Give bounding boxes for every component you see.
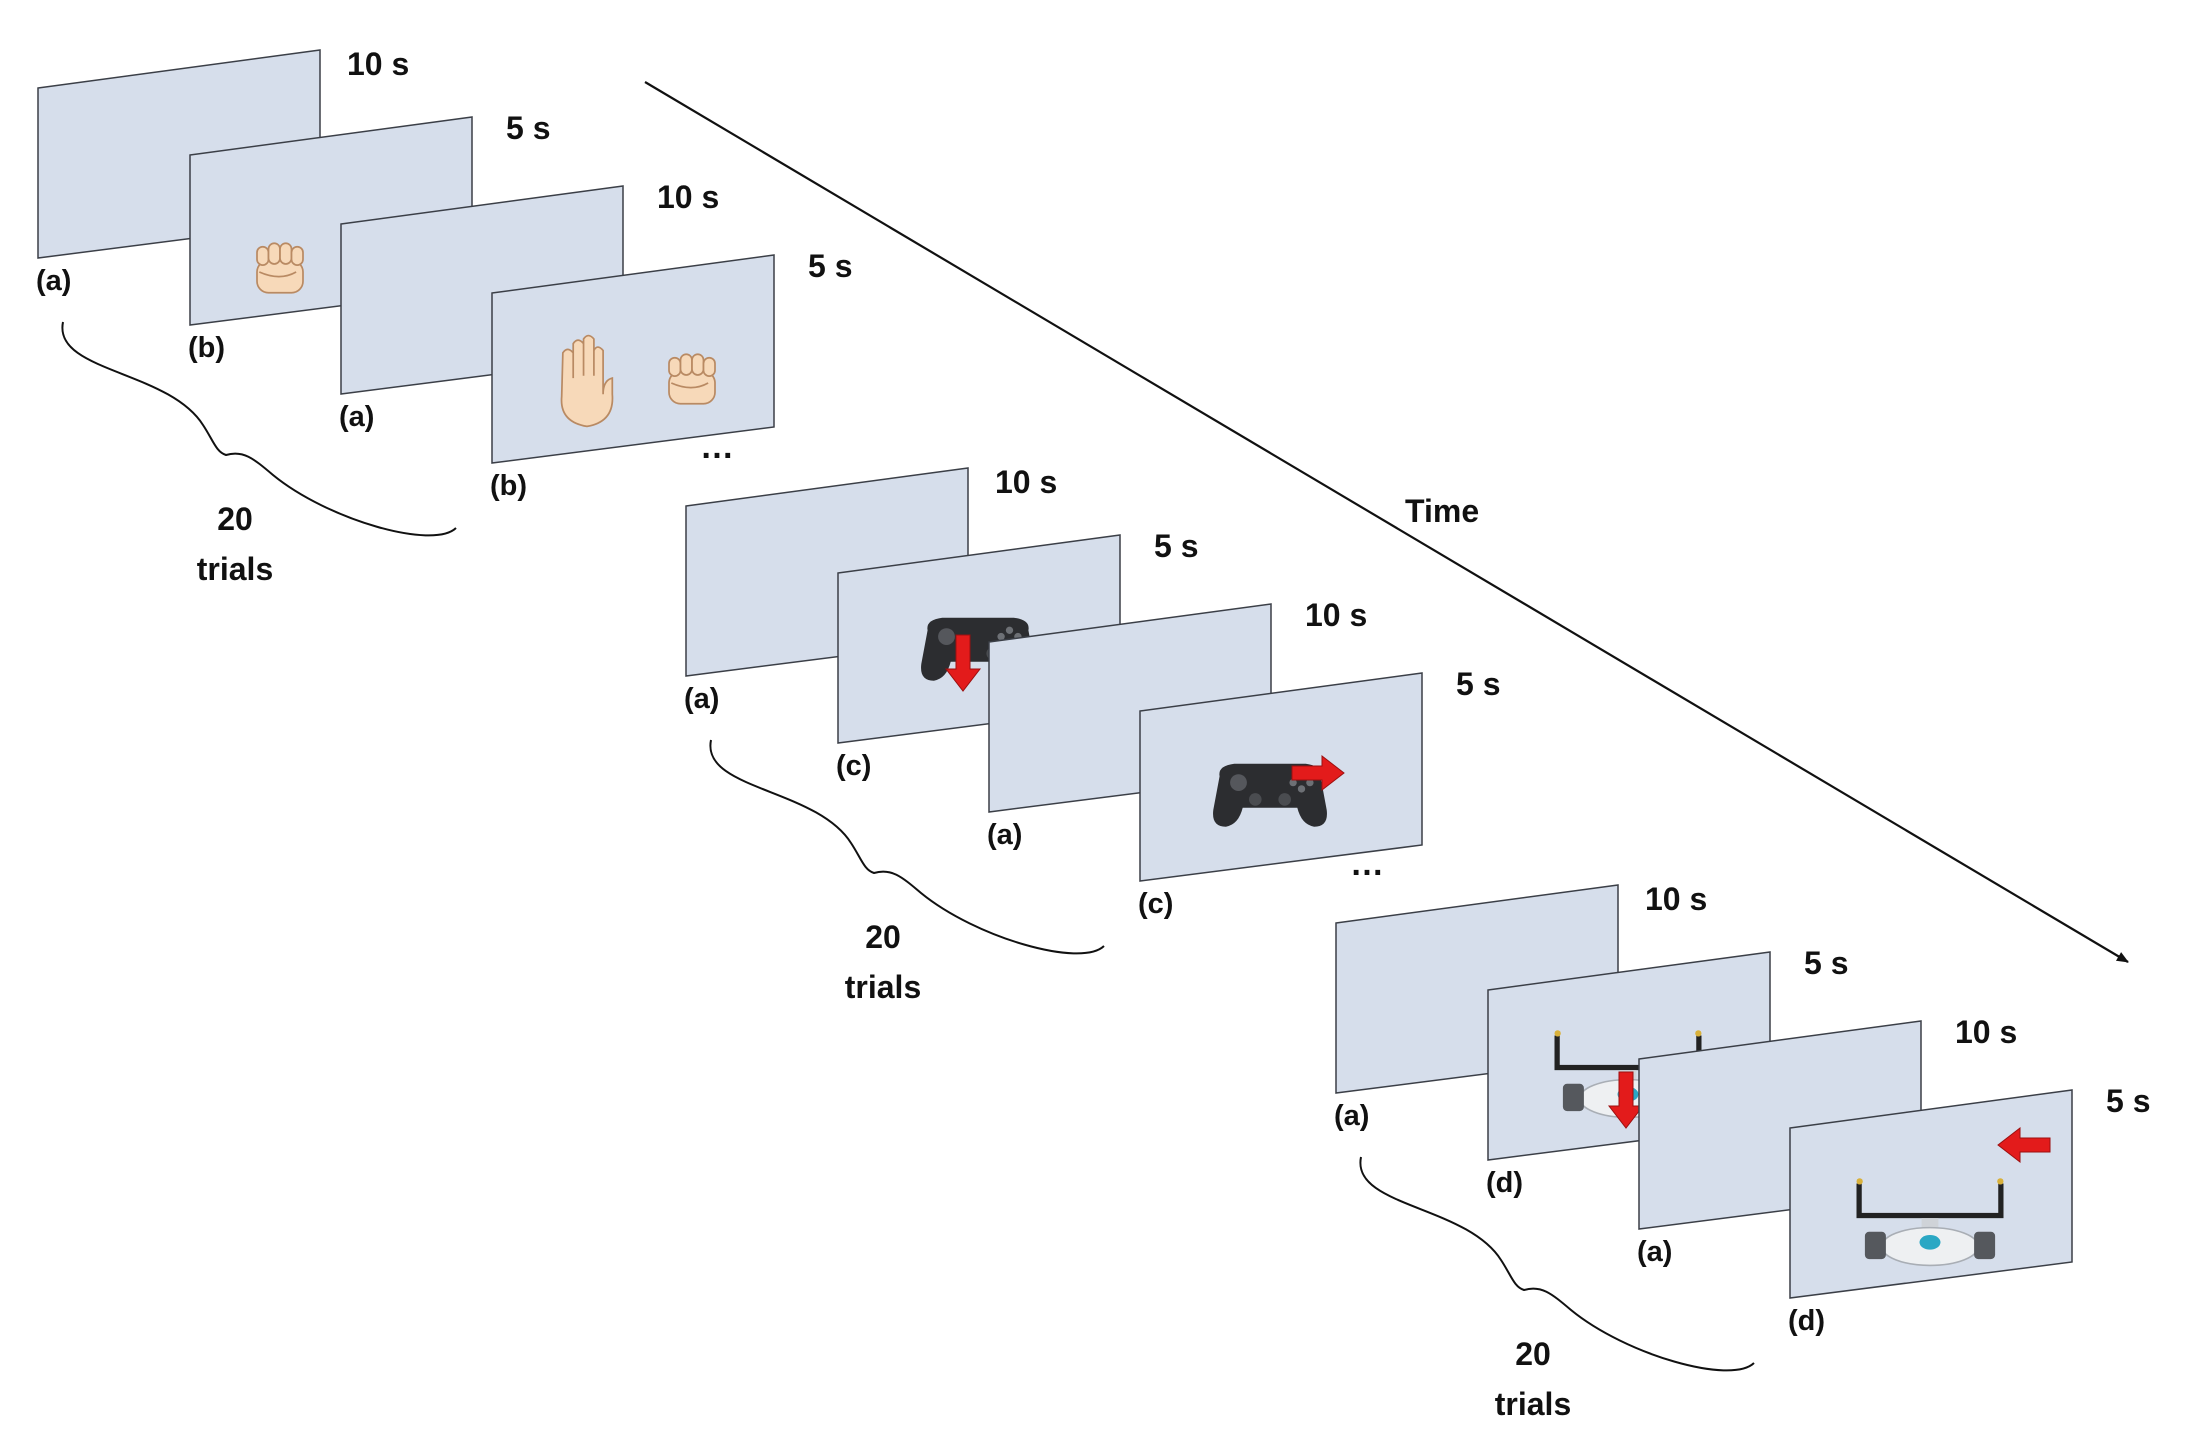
screen-tag-label: (a) (1637, 1236, 1672, 1268)
screen-robot-arrow-left: (d) 5 s (1788, 1083, 2150, 1337)
screen-tag-label: (a) (1334, 1100, 1369, 1132)
screen-tag-label: (d) (1788, 1305, 1825, 1337)
screen-open-hand-and-fist: (b) 5 s (490, 248, 852, 502)
screen-tag-label: (b) (490, 470, 527, 502)
screen-tag-label: (d) (1486, 1167, 1523, 1199)
fist-icon (256, 242, 304, 294)
duration-label: 5 s (1804, 945, 1848, 981)
screen-tag-label: (c) (1138, 888, 1173, 920)
trial-block-gamepad: (a) 10 s (c) 5 s (a) 10 s (c) 5 s 20 trials … (684, 428, 1500, 1005)
trial-block-hands: (a) 10 s (b) 5 s (a) 10 s (b) 5 s 20 trials (36, 46, 852, 587)
arrow-left-icon (1997, 1126, 2051, 1164)
time-axis-arrow (644, 81, 2129, 963)
arrow-down-icon (1607, 1071, 1645, 1129)
trials-brace (61, 321, 457, 537)
duration-label: 10 s (1955, 1014, 2017, 1050)
screen-tag-label: (a) (987, 819, 1022, 851)
screen-tag-label: (a) (339, 401, 374, 433)
trials-word-label: trials (197, 551, 273, 587)
duration-label: 10 s (1645, 881, 1707, 917)
ellipsis-label: … (1350, 845, 1384, 883)
screen-tag-label: (a) (684, 683, 719, 715)
trials-brace (1359, 1156, 1755, 1372)
duration-label: 5 s (1456, 666, 1500, 702)
arrow-right-icon (1291, 754, 1345, 792)
trials-word-label: trials (1495, 1386, 1571, 1422)
duration-label: 5 s (1154, 528, 1198, 564)
fist-icon (668, 353, 716, 405)
screen-tag-label: (b) (188, 332, 225, 364)
trials-brace (709, 739, 1105, 955)
duration-label: 10 s (657, 179, 719, 215)
duration-label: 10 s (1305, 597, 1367, 633)
duration-label: 5 s (506, 110, 550, 146)
arrow-down-icon (944, 634, 982, 692)
time-label: Time (1405, 493, 1479, 529)
screen-tag-label: (c) (836, 750, 871, 782)
screen-gamepad-arrow-right: (c) 5 s (1138, 666, 1500, 920)
trials-count-label: 20 (217, 501, 253, 537)
screen-tag-label: (a) (36, 265, 71, 297)
screens-layer: Time(a)10 s(b)5 s(a)10 s(b)5 s20trials(a… (36, 46, 2150, 1422)
trials-word-label: trials (845, 969, 921, 1005)
duration-label: 5 s (2106, 1083, 2150, 1119)
duration-label: 10 s (347, 46, 409, 82)
trials-count-label: 20 (1515, 1336, 1551, 1372)
trials-count-label: 20 (865, 919, 901, 955)
ellipsis-label: … (700, 428, 734, 466)
duration-label: 5 s (808, 248, 852, 284)
duration-label: 10 s (995, 464, 1057, 500)
trial-block-robot: (a) 10 s (d) 5 s (a) 10 s (d) 5 s 20 trials … (1334, 845, 2150, 1422)
